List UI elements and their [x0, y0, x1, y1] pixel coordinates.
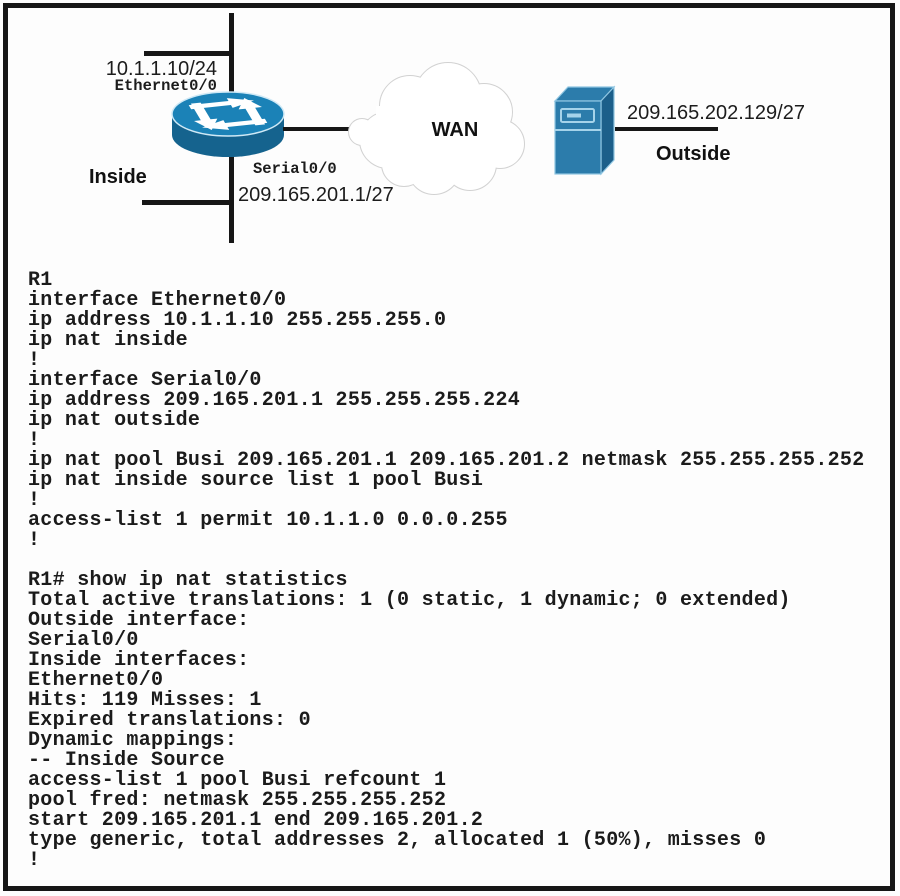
cli-config-output: R1 interface Ethernet0/0 ip address 10.1… [28, 269, 865, 872]
lan-stub-top-line [144, 51, 230, 56]
router-icon [171, 91, 285, 157]
serial-ip-label: 209.165.201.1/27 [238, 184, 394, 206]
lan-stub-bottom-line [142, 200, 230, 205]
server-icon [553, 85, 616, 176]
inside-ip-label: 10.1.1.10/24 [105, 58, 217, 80]
topology-diagram: 10.1.1.10/24 Ethernet0/0 Inside [0, 0, 900, 250]
outside-ip-label: 209.165.202.129/27 [627, 102, 805, 124]
router-wan-link-line [283, 127, 353, 131]
server-outside-link-line [615, 127, 718, 131]
inside-interface-label: Ethernet0/0 [114, 77, 217, 95]
wan-cloud-icon [348, 62, 525, 195]
outside-zone-label: Outside [656, 143, 731, 165]
serial-interface-label: Serial0/0 [253, 160, 337, 178]
wan-label: WAN [431, 119, 479, 141]
inside-zone-label: Inside [89, 166, 147, 188]
